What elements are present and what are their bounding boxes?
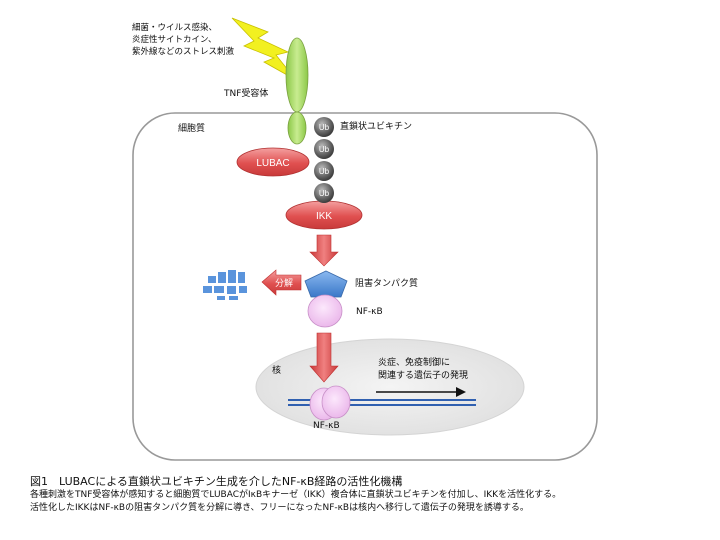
nucleus-label: 核 bbox=[272, 366, 282, 376]
cytoplasm-label: 細胞質 bbox=[178, 124, 206, 134]
nucleus bbox=[255, 338, 525, 436]
receptor-label: TNF受容体 bbox=[224, 89, 269, 99]
nfkb-cytoplasm-label: NF-κB bbox=[356, 307, 383, 317]
degraded-fragments-icon bbox=[203, 270, 247, 300]
ub-label: Ub bbox=[319, 189, 330, 198]
stimulus-line: 紫外線などのストレス刺激 bbox=[132, 47, 235, 57]
ub-label: Ub bbox=[319, 167, 330, 176]
linear-ub-label: 直鎖状ユビキチン bbox=[340, 122, 413, 132]
ikk-label: IKK bbox=[316, 211, 332, 222]
ubiquitin-ball bbox=[314, 139, 334, 159]
tnf-receptor-upper bbox=[285, 37, 309, 113]
nfkb-nucleus-label: NF-κB bbox=[313, 421, 340, 431]
gene-expression-arrowhead bbox=[456, 387, 466, 397]
degradation-label: 分解 bbox=[275, 277, 293, 289]
inhibitor-label: 阻害タンパク質 bbox=[355, 279, 419, 289]
ub-label: Ub bbox=[319, 123, 330, 132]
caption-title: 図1 LUBACによる直鎖状ユビキチン生成を介したNF-κB経路の活性化機構 bbox=[30, 475, 403, 488]
lubac-complex bbox=[236, 147, 310, 177]
gene-expression-line: 関連する遺伝子の発現 bbox=[378, 371, 469, 381]
caption-line: 活性化したIKKはNF-κBの阻害タンパク質を分解に導き、フリーになったNF-κ… bbox=[30, 503, 529, 513]
tnf-receptor-lower bbox=[287, 111, 307, 145]
gene-expression-line: 炎症、免疫制御に bbox=[378, 358, 451, 368]
ubiquitin-ball bbox=[314, 117, 334, 137]
figure-caption: 図1 LUBACによる直鎖状ユビキチン生成を介したNF-κB経路の活性化機構 各… bbox=[30, 474, 710, 515]
ub-label: Ub bbox=[319, 145, 330, 154]
stimulus-text: 細菌・ウイルス感染、 炎症性サイトカイン、 紫外線などのストレス刺激 bbox=[132, 22, 234, 58]
caption-line: 各種刺激をTNF受容体が感知すると細胞質でLUBACがIκBキナーゼ（IKK）複… bbox=[30, 490, 562, 500]
nfkb-nucleus-subunit bbox=[321, 385, 351, 419]
degradation-arrow bbox=[261, 269, 302, 296]
stimulus-line: 細菌・ウイルス感染、 bbox=[132, 23, 218, 33]
translocation-arrow bbox=[309, 332, 339, 383]
nfkb-cytoplasm bbox=[307, 294, 343, 328]
gene-expression-text: 炎症、免疫制御に 関連する遺伝子の発現 bbox=[378, 357, 468, 383]
lubac-label: LUBAC bbox=[256, 158, 289, 169]
ubiquitin-ball bbox=[314, 183, 334, 203]
activation-arrow bbox=[309, 234, 339, 267]
ubiquitin-ball bbox=[314, 161, 334, 181]
stimulus-line: 炎症性サイトカイン、 bbox=[132, 35, 217, 45]
